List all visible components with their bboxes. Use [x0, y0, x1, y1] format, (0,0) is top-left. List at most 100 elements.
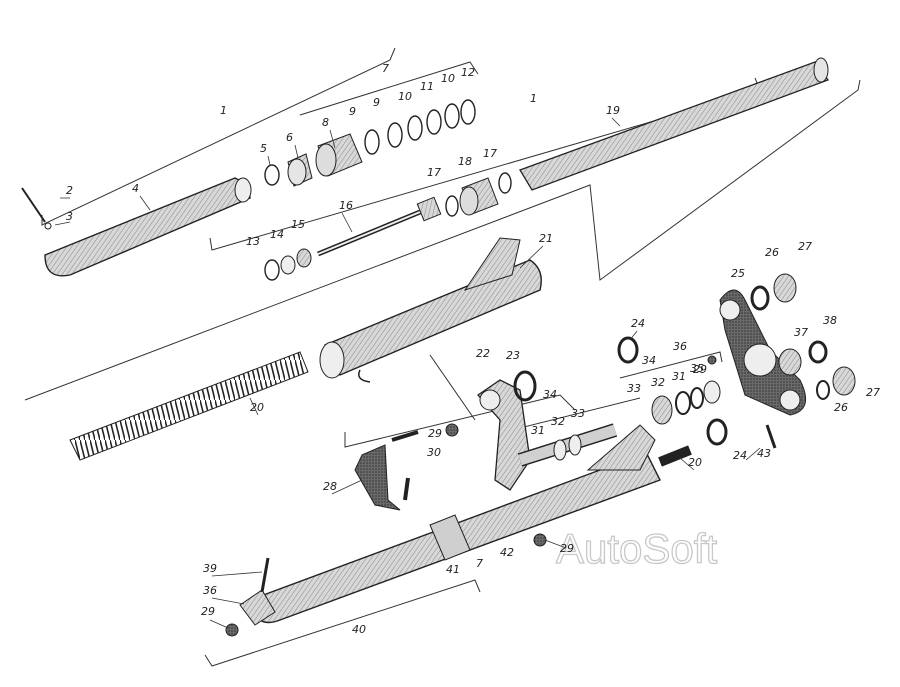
label-13: 13 — [246, 235, 260, 248]
nut-29b — [225, 623, 239, 637]
label-3: 3 — [66, 210, 73, 223]
label-28: 28 — [323, 480, 337, 493]
ring-5 — [264, 164, 280, 186]
label-27b: 27 — [866, 386, 880, 399]
ring-17b — [445, 195, 459, 217]
cap-27b — [832, 366, 856, 396]
label-35: 35 — [690, 362, 704, 375]
nut-15 — [296, 248, 312, 268]
ring-10b — [444, 103, 460, 129]
label-24b: 24 — [733, 449, 747, 462]
label-26b: 26 — [834, 401, 848, 414]
label-6: 6 — [286, 131, 293, 144]
label-31b: 31 — [531, 424, 545, 437]
label-36b: 36 — [203, 584, 217, 597]
ring-12 — [460, 99, 476, 125]
label-42: 42 — [500, 546, 514, 559]
label-17a: 17 — [427, 166, 441, 179]
bolt-2 — [21, 187, 46, 223]
label-5: 5 — [260, 142, 267, 155]
ring-32 — [675, 391, 691, 415]
bracket-28-group — [354, 430, 419, 511]
label-9b: 9 — [373, 96, 380, 109]
label-29d: 29 — [201, 605, 215, 618]
damper-assembly — [264, 57, 830, 281]
label-20a: 20 — [250, 401, 264, 414]
label-18: 18 — [458, 155, 472, 168]
ring-24b — [706, 418, 728, 446]
ring-38 — [808, 340, 828, 364]
svg-text:AutoSoft: AutoSoft — [556, 525, 717, 572]
label-15: 15 — [291, 218, 305, 231]
label-25: 25 — [731, 267, 745, 280]
ring-9b — [387, 122, 403, 148]
label-17b: 17 — [483, 147, 497, 160]
label-30: 30 — [427, 446, 441, 459]
upper-tube-assembly — [21, 99, 476, 277]
label-36a: 36 — [673, 340, 687, 353]
label-31a: 31 — [672, 370, 686, 383]
right-link-plate — [617, 273, 856, 449]
part-labels: 1 7 2 3 4 5 6 8 9 9 10 11 10 12 1 19 17 … — [66, 62, 880, 636]
bushing-33 — [651, 395, 673, 425]
label-27a: 27 — [798, 240, 812, 253]
label-10b: 10 — [441, 72, 455, 85]
label-33b: 33 — [571, 407, 585, 420]
ring-9a — [364, 129, 380, 155]
label-14: 14 — [270, 228, 284, 241]
label-7a: 7 — [382, 62, 389, 75]
label-4: 4 — [132, 182, 139, 195]
label-20b: 20 — [688, 456, 702, 469]
bolt-43 — [765, 424, 777, 449]
seal-35 — [703, 380, 721, 404]
label-2: 2 — [66, 184, 73, 197]
nut-29 — [445, 423, 459, 437]
ring-10a — [407, 115, 423, 141]
bolt-30b — [403, 477, 410, 501]
long-tube-19 — [519, 61, 830, 191]
label-1a: 1 — [220, 104, 227, 117]
swing-link-assembly — [445, 370, 618, 491]
label-32a: 32 — [651, 376, 665, 389]
label-9a: 9 — [349, 105, 356, 118]
label-39: 39 — [203, 562, 217, 575]
label-7b: 7 — [476, 557, 483, 570]
label-41: 41 — [446, 563, 460, 576]
label-29a: 29 — [693, 363, 707, 376]
label-10a: 10 — [398, 90, 412, 103]
label-37: 37 — [794, 326, 808, 339]
label-38: 38 — [823, 314, 837, 327]
ring-23 — [513, 370, 537, 402]
label-26a: 26 — [765, 246, 779, 259]
label-12: 12 — [461, 66, 475, 79]
ring-17a — [498, 172, 512, 194]
label-32b: 32 — [551, 415, 565, 428]
axle-clamp — [239, 589, 276, 626]
ring-24a — [617, 336, 639, 364]
upper-tube-4 — [44, 177, 251, 277]
label-33a: 33 — [627, 382, 641, 395]
label-34a: 34 — [642, 354, 656, 367]
label-43: 43 — [757, 447, 771, 460]
label-1b: 1 — [530, 92, 537, 105]
spring-20 — [69, 351, 309, 461]
leader-lines — [54, 117, 761, 629]
label-24a: 24 — [631, 317, 645, 330]
label-34b: 34 — [543, 388, 557, 401]
watermark: AutoSoft — [555, 524, 718, 572]
label-19: 19 — [606, 104, 620, 117]
ring-26a — [750, 285, 770, 311]
bearing-37 — [778, 348, 802, 376]
cap-27a — [773, 273, 797, 303]
label-22: 22 — [476, 347, 490, 360]
ring-31 — [690, 387, 704, 409]
nut-29d — [707, 355, 717, 365]
group-brackets — [24, 47, 861, 667]
lower-fork-leg — [225, 424, 692, 637]
nut-29c — [533, 533, 547, 547]
label-21: 21 — [539, 232, 553, 245]
label-8: 8 — [322, 116, 329, 129]
bolt-39 — [260, 557, 270, 593]
